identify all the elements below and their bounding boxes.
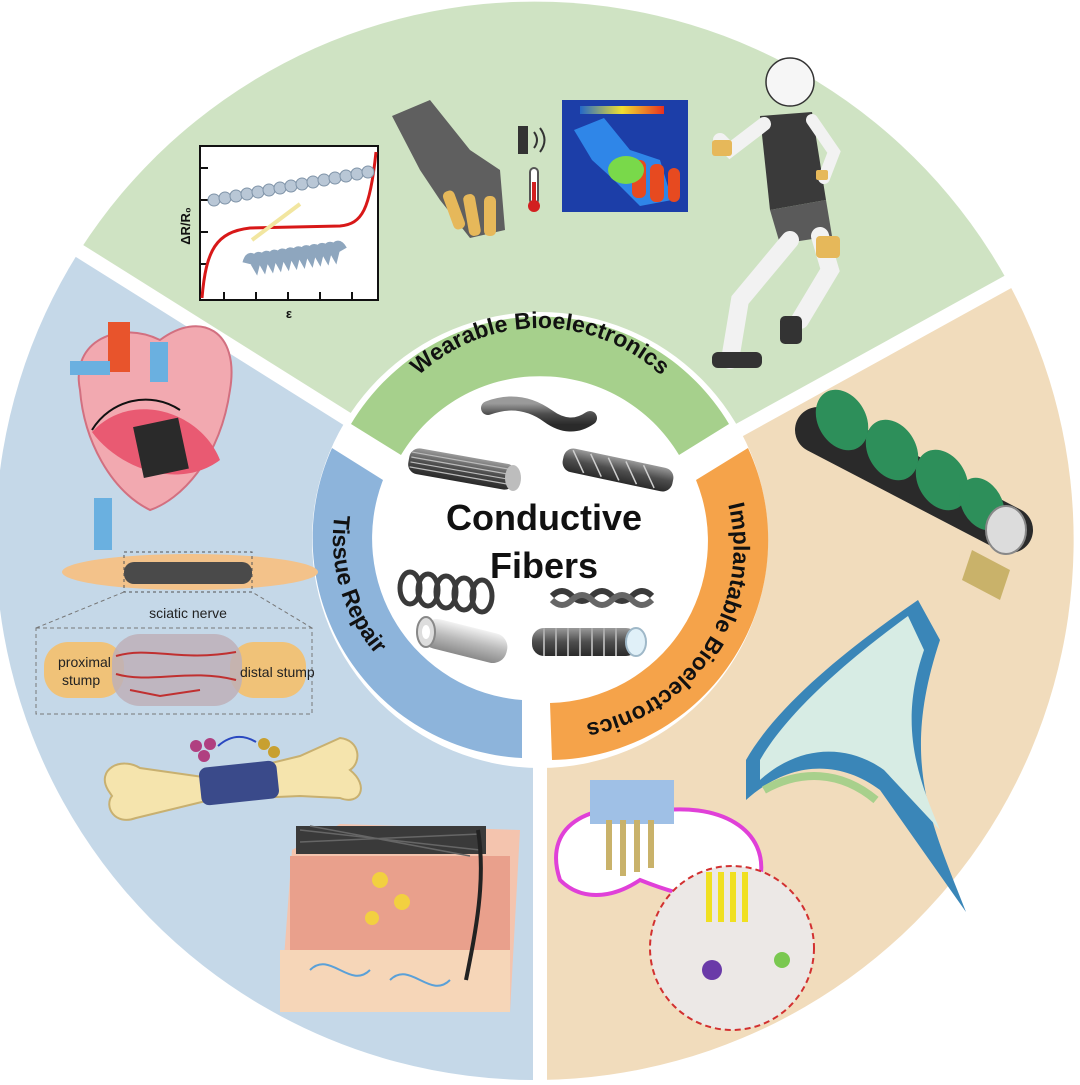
brain-implant	[554, 780, 815, 1031]
coiled-fiber	[397, 569, 495, 615]
curved-fiber	[481, 396, 597, 432]
sheath-fiber	[532, 627, 647, 657]
nerve-conduit: sciatic nerve proximal stump distal stum…	[35, 551, 318, 715]
layered-patch	[746, 600, 966, 912]
stretched-fiber-beads	[207, 165, 375, 207]
graph-x-label: ε	[286, 306, 292, 321]
nerve-title: sciatic nerve	[149, 605, 227, 621]
hollow-tube-fiber	[416, 616, 508, 663]
thermometer-icon	[528, 167, 540, 212]
distal-stump-label: distal stump	[240, 664, 315, 680]
resistance-curve	[200, 151, 378, 299]
graph-y-label: ΔR/R₀	[178, 207, 193, 245]
center-title-line1: Conductive	[446, 497, 642, 538]
twisted-fiber	[562, 448, 674, 492]
skin-tissue	[280, 824, 520, 1012]
relaxed-fiber-coil	[242, 240, 347, 276]
bone-scaffold	[103, 735, 362, 821]
fiber-bundle	[408, 448, 521, 491]
braided-fiber	[549, 588, 655, 608]
implantable-label-band	[550, 448, 769, 760]
center-fibers	[397, 396, 674, 663]
tissue-label-band	[312, 448, 522, 758]
strain-response-graph: ΔR/R₀ ε	[178, 145, 379, 321]
wearable-label-band	[351, 316, 729, 455]
sensor-glove	[392, 100, 505, 238]
center-title-line2: Fibers	[490, 545, 598, 586]
helical-implant	[795, 389, 1033, 600]
wireless-module	[518, 126, 528, 154]
proximal-stump-label-line1: proximal	[58, 654, 111, 670]
thermal-image	[562, 100, 688, 212]
heart-illustration	[70, 322, 233, 550]
running-person	[712, 57, 841, 369]
proximal-stump-label-line2: stump	[62, 672, 100, 688]
strain-arrow	[250, 202, 302, 242]
wireless-signal-icon	[533, 127, 546, 153]
